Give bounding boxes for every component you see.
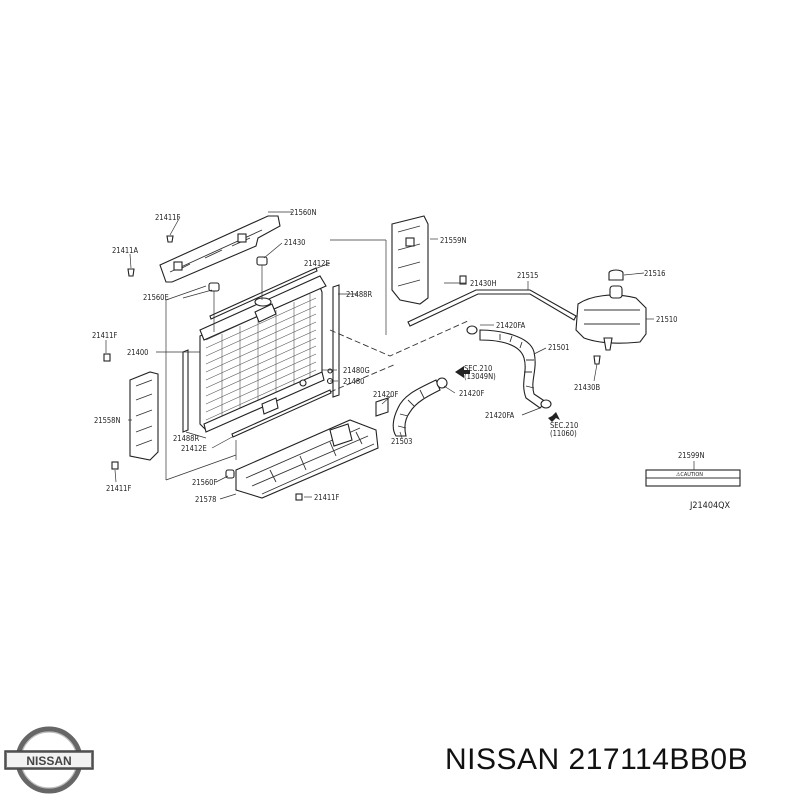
bolt-21430B [593,355,601,365]
label-21411F-lower: 21411F [314,493,339,502]
leader-lines [105,216,654,500]
label-21430H: 21430H [470,279,497,288]
label-21412E-bottom: 21412E [181,444,207,453]
clip-21430H [459,275,467,285]
label-21516: 21516 [644,269,665,278]
label-21558N: 21558N [94,416,121,425]
clamp-21420FA-lower [540,399,552,409]
sec-arrow-upper [455,366,470,378]
label-21412E-top: 21412E [304,259,330,268]
reservoir-tank-21510 [575,285,647,351]
drain-plug-21480 [299,368,334,387]
label-21430B: 21430B [574,383,600,392]
label-21515: 21515 [517,271,538,280]
radiator-core-21400 [199,275,327,433]
label-21560F: 21560F [192,478,217,487]
part-labels: 21411F 21560N 21411A 21430 21412E 21560E… [92,208,731,511]
label-21599N: 21599N [678,451,705,460]
label-21420FA-upper: 21420FA [496,321,526,330]
lower-shroud-21578 [225,419,379,501]
mount-bushing-21430 [256,256,268,300]
label-21411A: 21411A [112,246,138,255]
sec-ref-bottom-code: (11060) [550,429,577,438]
nissan-logo: NISSAN [4,726,94,794]
seal-rod-21412E-bottom [231,389,332,438]
clamp-21420F-lower [375,397,389,417]
lower-hose-21503 [392,379,441,437]
label-21480: 21480 [343,377,364,386]
label-21480G: 21480G [343,366,370,375]
label-21420F-left: 21420F [373,390,398,399]
sec-arrow-lower [548,412,560,422]
air-guide-21558N [103,353,159,470]
overflow-hose-21515 [329,289,577,393]
label-21560E: 21560E [143,293,169,302]
reservoir-cap-21516 [608,269,624,281]
label-21560N: 21560N [290,208,317,217]
label-21420FA-lower: 21420FA [485,411,515,420]
clip-21411F-top [166,235,174,243]
label-21411F-bottom: 21411F [106,484,131,493]
sec-ref-bottom-title: SEC.210 [550,421,578,430]
part-number-title: NISSAN 217114BB0B [445,743,749,776]
clamp-21420FA-upper [466,325,478,335]
label-21430: 21430 [284,238,305,247]
label-21400: 21400 [127,348,148,357]
label-21488R-right: 21488R [346,290,372,299]
seal-rod-21412E-top [209,267,318,320]
label-21510: 21510 [656,315,677,324]
sec-ref-top-code: (13049N) [464,372,496,381]
caution-label-text: ⚠CAUTION [676,472,703,478]
air-guide-21559N [391,215,429,305]
label-21411F-top: 21411F [155,213,180,222]
label-21503: 21503 [391,437,412,446]
seal-strip-21488R-left [182,349,189,433]
clip-21411A [127,268,135,277]
label-21420F-right: 21420F [459,389,484,398]
sec-ref-top-title: SEC.210 [464,364,492,373]
caution-label-21599N [645,469,741,487]
label-21488R-left: 21488R [173,434,199,443]
label-21501: 21501 [548,343,569,352]
label-21411F-left: 21411F [92,331,117,340]
diagram-code: J21404QX [689,501,731,511]
nissan-logo-text: NISSAN [26,754,71,768]
label-21578: 21578 [195,495,216,504]
upper-shroud-21560N [159,215,281,283]
seal-strip-21488R-right [332,284,340,398]
mount-bushing-21560E [208,282,220,332]
label-21559N: 21559N [440,236,467,245]
radiator-assembly-outline [165,239,387,481]
clamp-21420F-upper [436,377,448,389]
